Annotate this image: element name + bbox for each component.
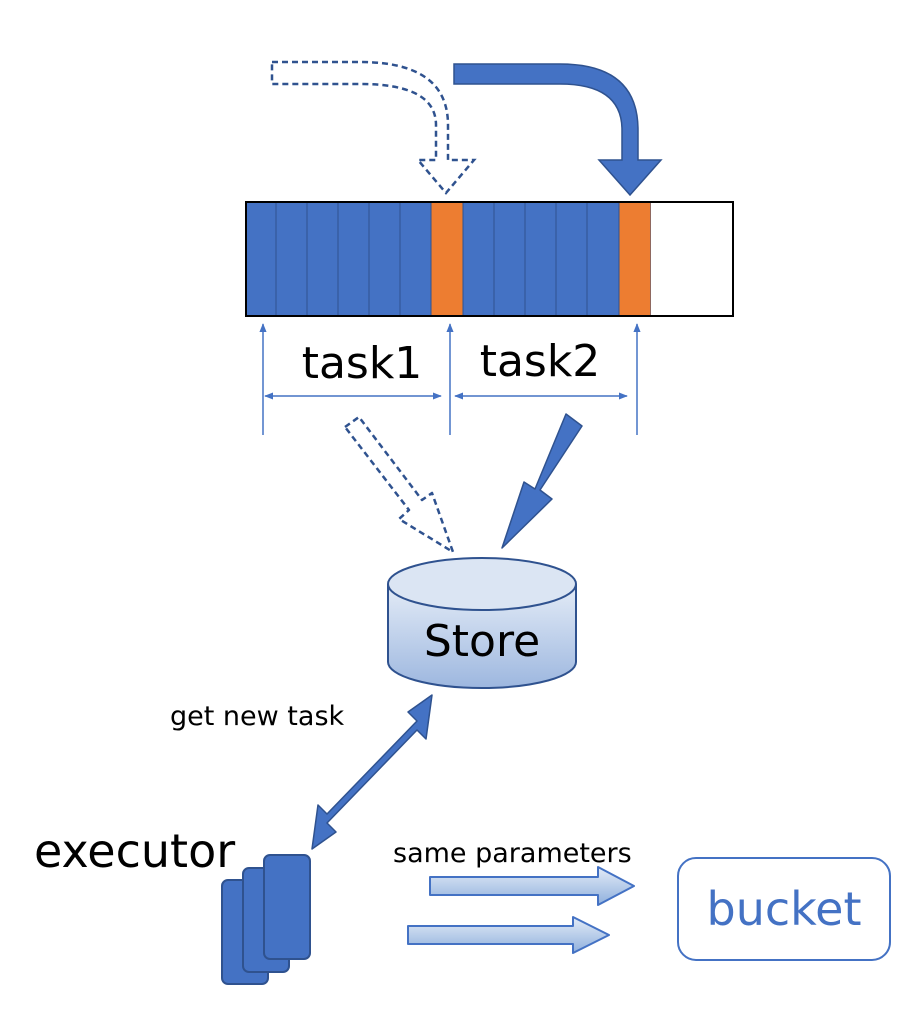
parameter-arrow-bottom	[407, 916, 610, 954]
store-top	[387, 557, 577, 611]
parameter-arrow-top	[429, 866, 635, 906]
log-cell	[586, 201, 620, 317]
log-bar	[245, 201, 734, 317]
log-cell	[337, 201, 370, 317]
store-label: Store	[424, 616, 540, 667]
executor-card	[263, 854, 311, 960]
log-bar-outline	[245, 201, 734, 317]
log-cell	[555, 201, 588, 317]
log-cell-marker	[618, 201, 652, 317]
log-cell-marker	[430, 201, 464, 317]
bucket-label: bucket	[707, 882, 862, 936]
log-cell	[368, 201, 401, 317]
log-cell-empty	[651, 202, 733, 316]
solid-curved-arrow	[453, 63, 663, 197]
task1-label: task1	[302, 338, 423, 389]
log-cell	[275, 201, 308, 317]
log-cell	[524, 201, 557, 317]
log-cell	[306, 201, 339, 317]
get-new-task-label: get new task	[170, 701, 345, 732]
store-body	[387, 584, 577, 689]
same-parameters-label: same parameters	[393, 838, 632, 869]
executor-stack	[221, 854, 311, 985]
task2-label: task2	[480, 336, 601, 387]
store-executor-double-arrow	[311, 694, 433, 850]
log-cell	[462, 201, 495, 317]
bucket-box	[677, 857, 891, 961]
log-cell	[399, 201, 432, 317]
dashed-diagonal-arrow	[343, 415, 455, 554]
executor-label: executor	[34, 824, 235, 878]
store-cylinder: Store	[387, 557, 577, 689]
log-cell	[493, 201, 526, 317]
log-cell	[245, 201, 277, 317]
solid-diagonal-arrow	[501, 413, 583, 549]
dashed-curved-arrow	[270, 60, 477, 195]
